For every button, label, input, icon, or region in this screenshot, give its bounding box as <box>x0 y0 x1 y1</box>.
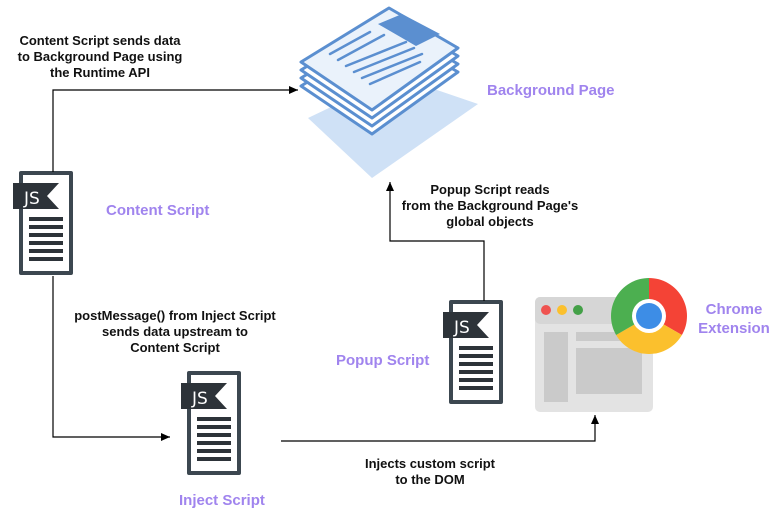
browser-window-icon <box>535 297 653 412</box>
chrome-extension-label: Chrome Extension <box>698 301 770 337</box>
edge-label-inject-to-content: postMessage() from Inject Script sends d… <box>74 308 276 355</box>
chrome-logo-icon <box>611 278 687 354</box>
document-stack-icon <box>299 6 478 178</box>
inject-script-label: Inject Script <box>179 492 265 509</box>
popup-script-label: Popup Script <box>336 352 430 369</box>
edge-label-inject-to-dom: Injects custom script to the DOM <box>364 456 496 487</box>
background-page-label: Background Page <box>487 82 615 99</box>
edge-inject-to-dom <box>281 415 599 442</box>
edge-content-to-inject <box>52 276 170 441</box>
edge-label-content-to-background: Content Script sends data to Background … <box>17 33 183 80</box>
edge-content-to-background <box>52 86 298 172</box>
edge-label-popup-reads-background: Popup Script reads from the Background P… <box>401 182 579 229</box>
content-script-label: Content Script <box>106 202 210 219</box>
edge-popup-to-background <box>386 182 485 301</box>
popup-script-js-icon <box>441 300 503 404</box>
content-script-js-icon <box>11 171 73 275</box>
inject-script-js-icon <box>179 371 241 475</box>
